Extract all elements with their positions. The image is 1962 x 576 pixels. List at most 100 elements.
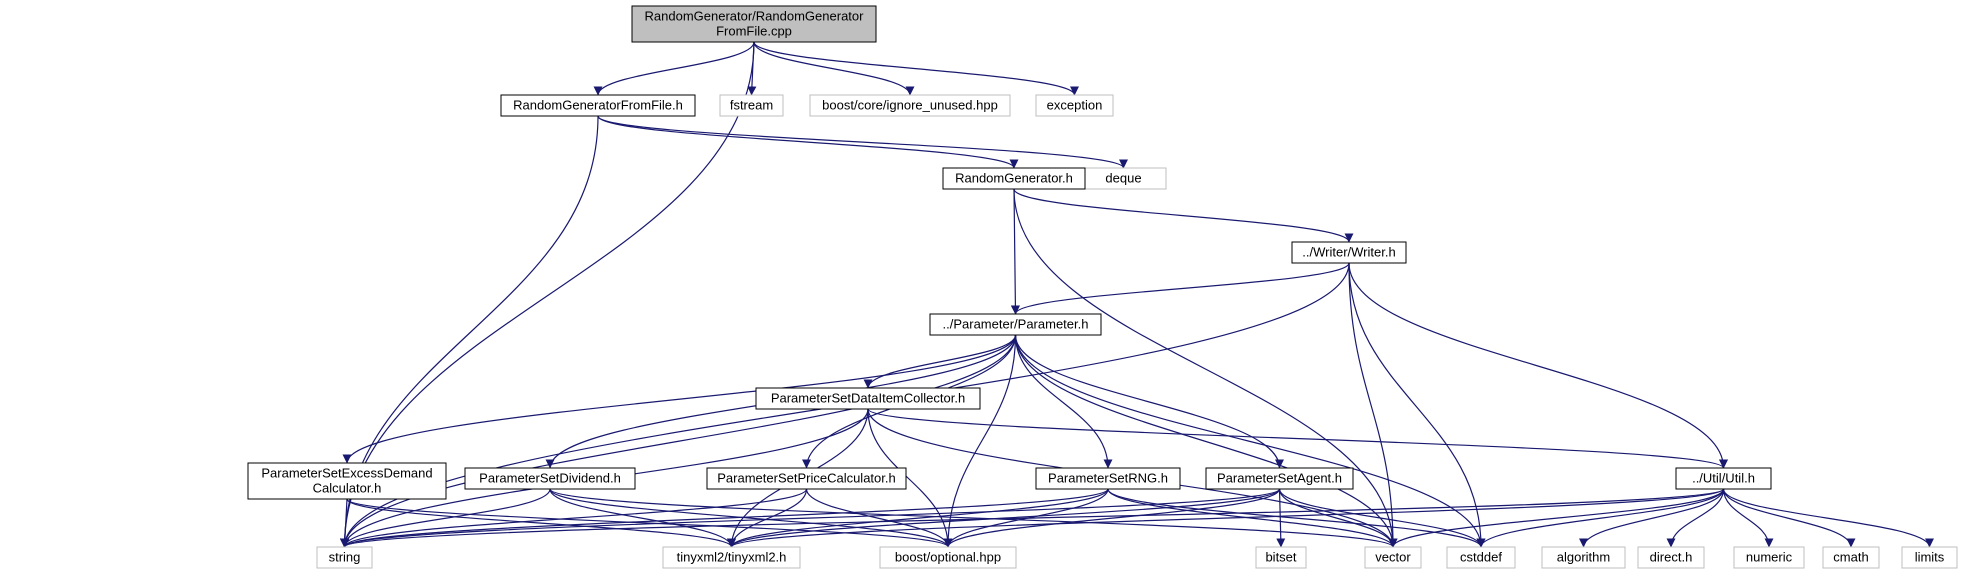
edge-psagent_h-to-string — [340, 488, 1281, 548]
node-box-algorithm — [1541, 546, 1626, 569]
edge-psdiv_h-to-boost_opt — [549, 488, 953, 548]
edge-psrng_h-to-vector — [1107, 488, 1398, 548]
node-label-root: RandomGenerator/RandomGenerator — [645, 9, 865, 24]
node-box-boost_opt — [879, 546, 1017, 569]
node-label-psed_h: ParameterSetExcessDemand — [261, 466, 432, 481]
node-direct_h: direct.h — [1637, 546, 1705, 569]
node-psagent_h[interactable]: ParameterSetAgent.h — [1205, 467, 1354, 490]
edge-root-to-exception — [753, 41, 1079, 96]
node-box-psdic_h — [755, 387, 981, 410]
node-boost_opt: boost/optional.hpp — [879, 546, 1017, 569]
node-box-root — [631, 5, 877, 43]
edge-param_h-to-psrng_h — [1014, 334, 1113, 469]
node-box-param_h — [929, 313, 1102, 336]
node-label-bitset: bitset — [1265, 550, 1296, 565]
edge-util_h-to-algorithm — [1579, 488, 1725, 548]
edge-rgff_h-to-rg_h — [597, 115, 1019, 169]
edge-psdiv_h-to-string — [340, 488, 551, 548]
node-exception: exception — [1035, 94, 1114, 117]
node-label-string: string — [329, 550, 361, 565]
node-label-deque: deque — [1105, 171, 1141, 186]
node-box-string — [316, 546, 373, 569]
edge-pspc_h-to-string — [340, 488, 808, 548]
node-fstream: fstream — [719, 94, 784, 117]
node-root[interactable]: RandomGenerator/RandomGeneratorFromFile.… — [631, 5, 877, 43]
node-param_h[interactable]: ../Parameter/Parameter.h — [929, 313, 1102, 336]
edge-util_h-to-limits — [1722, 488, 1934, 548]
node-label-root: FromFile.cpp — [716, 24, 792, 39]
node-label-rgff_h: RandomGeneratorFromFile.h — [513, 98, 683, 113]
edge-root-to-string — [340, 41, 755, 548]
edge-param_h-to-psagent_h — [1014, 334, 1284, 469]
node-label-vector: vector — [1375, 550, 1411, 565]
node-box-fstream — [719, 94, 784, 117]
node-label-writer_h: ../Writer/Writer.h — [1302, 245, 1395, 260]
node-label-util_h: ../Util/Util.h — [1692, 471, 1755, 486]
node-algorithm: algorithm — [1541, 546, 1626, 569]
node-label-exception: exception — [1047, 98, 1103, 113]
node-cmath: cmath — [1822, 546, 1880, 569]
node-box-boost_ignore — [809, 94, 1011, 117]
node-label-boost_ignore: boost/core/ignore_unused.hpp — [822, 98, 998, 113]
node-label-psrng_h: ParameterSetRNG.h — [1048, 471, 1168, 486]
edge-rg_h-to-vector — [1013, 188, 1398, 548]
node-bitset: bitset — [1255, 546, 1307, 569]
edge-param_h-to-psed_h — [342, 334, 1017, 464]
node-label-limits: limits — [1915, 550, 1945, 565]
node-label-boost_opt: boost/optional.hpp — [895, 550, 1001, 565]
node-box-util_h — [1675, 467, 1772, 490]
edge-psrng_h-to-string — [340, 488, 1109, 548]
edge-util_h-to-vector — [1388, 488, 1725, 548]
node-box-vector — [1364, 546, 1422, 569]
node-box-direct_h — [1637, 546, 1705, 569]
node-rgff_h[interactable]: RandomGeneratorFromFile.h — [500, 94, 696, 117]
edge-psagent_h-to-vector — [1278, 488, 1398, 548]
node-box-rgff_h — [500, 94, 696, 117]
edge-root-to-rgff_h — [593, 41, 755, 96]
edge-util_h-to-cmath — [1722, 488, 1856, 548]
edge-rg_h-to-param_h — [1010, 188, 1020, 315]
node-box-psed_h — [247, 462, 447, 500]
node-cstddef: cstddef — [1446, 546, 1516, 569]
node-rg_h[interactable]: RandomGenerator.h — [942, 167, 1086, 190]
node-label-psdic_h: ParameterSetDataItemCollector.h — [771, 391, 965, 406]
node-psdic_h[interactable]: ParameterSetDataItemCollector.h — [755, 387, 981, 410]
edge-psdiv_h-to-vector — [549, 488, 1398, 548]
node-label-psagent_h: ParameterSetAgent.h — [1217, 471, 1342, 486]
node-label-param_h: ../Parameter/Parameter.h — [943, 317, 1089, 332]
edge-param_h-to-vector — [1014, 334, 1398, 548]
node-box-numeric — [1733, 546, 1805, 569]
edge-psagent_h-to-cstddef — [1278, 488, 1486, 548]
node-label-tinyxml2: tinyxml2/tinyxml2.h — [677, 550, 787, 565]
node-writer_h[interactable]: ../Writer/Writer.h — [1291, 241, 1407, 264]
node-psrng_h[interactable]: ParameterSetRNG.h — [1035, 467, 1181, 490]
node-box-bitset — [1255, 546, 1307, 569]
node-label-numeric: numeric — [1746, 550, 1793, 565]
node-box-limits — [1901, 546, 1958, 569]
node-psdiv_h[interactable]: ParameterSetDividend.h — [464, 467, 636, 490]
node-util_h[interactable]: ../Util/Util.h — [1675, 467, 1772, 490]
edge-psagent_h-to-boost_opt — [943, 488, 1281, 548]
edge-writer_h-to-param_h — [1011, 262, 1350, 315]
node-box-cmath — [1822, 546, 1880, 569]
edge-psagent_h-to-tinyxml2 — [727, 488, 1281, 548]
edge-psed_h-to-tinyxml2 — [346, 498, 736, 548]
node-box-rg_h — [942, 167, 1086, 190]
edge-psrng_h-to-cstddef — [1107, 488, 1486, 548]
node-label-rg_h: RandomGenerator.h — [955, 171, 1073, 186]
edge-pspc_h-to-boost_opt — [805, 488, 953, 548]
edge-psdic_h-to-boost_opt — [867, 408, 953, 548]
edge-root-to-boost_ignore — [753, 41, 915, 96]
node-box-psrng_h — [1035, 467, 1181, 490]
node-box-pspc_h — [706, 467, 907, 490]
node-label-direct_h: direct.h — [1650, 550, 1693, 565]
edge-util_h-to-string — [340, 488, 1725, 548]
node-pspc_h[interactable]: ParameterSetPriceCalculator.h — [706, 467, 907, 490]
node-label-cstddef: cstddef — [1460, 550, 1502, 565]
edge-writer_h-to-vector — [1348, 262, 1398, 548]
edge-rgff_h-to-deque — [597, 115, 1128, 169]
edge-writer_h-to-util_h — [1348, 262, 1728, 469]
edge-util_h-to-numeric — [1722, 488, 1774, 548]
